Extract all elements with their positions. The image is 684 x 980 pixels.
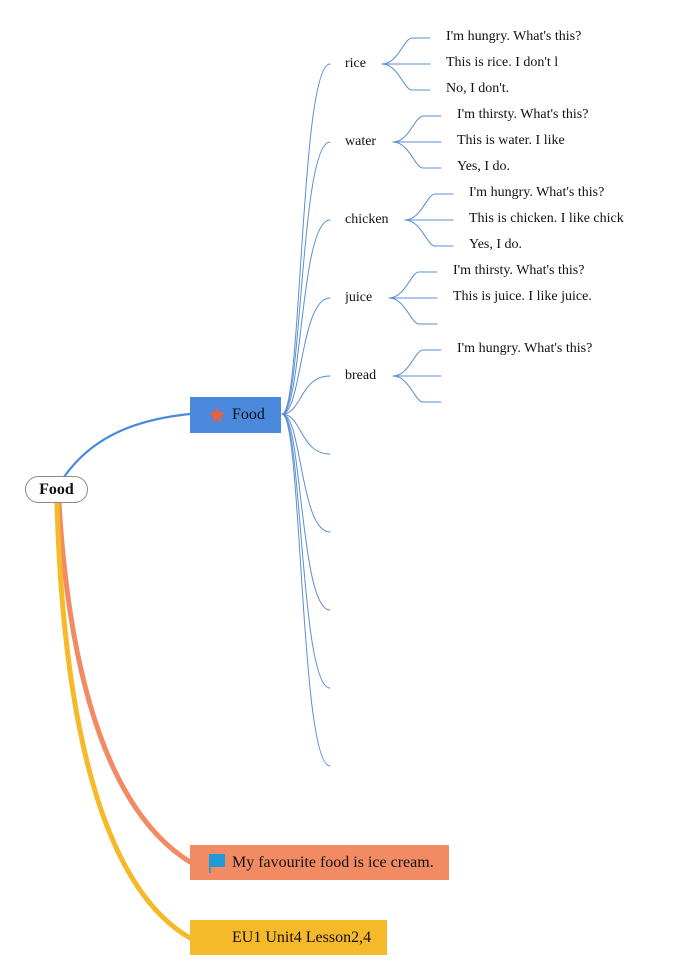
branch-connector-4 xyxy=(281,297,331,415)
branch-connector-3 xyxy=(281,219,331,415)
leaf-bread-1[interactable]: I'm hungry. What's this? xyxy=(457,341,593,356)
leaf-connector-chicken-1 xyxy=(404,193,454,221)
branch-connector-2 xyxy=(281,141,331,415)
root-to-favourite-connector xyxy=(56,500,193,865)
leaf-connector-water-1 xyxy=(392,115,442,143)
flag-icon xyxy=(209,853,225,873)
favourite-food-node[interactable]: My favourite food is ice cream. xyxy=(190,845,449,880)
favourite-food-label: My favourite food is ice cream. xyxy=(232,853,434,871)
lesson-label: EU1 Unit4 Lesson2,4 xyxy=(232,928,372,946)
branch-connector-8 xyxy=(281,413,331,611)
leaf-chicken-3[interactable]: Yes, I do. xyxy=(469,237,523,252)
leaf-water-1[interactable]: I'm thirsty. What's this? xyxy=(457,107,589,122)
branch-connector-1 xyxy=(281,63,331,415)
leaf-juice-1[interactable]: I'm thirsty. What's this? xyxy=(453,263,585,278)
leaf-rice-1[interactable]: I'm hungry. What's this? xyxy=(446,29,582,44)
main-topic-node[interactable]: Food xyxy=(190,397,281,433)
topic-chicken[interactable]: chicken xyxy=(345,212,389,227)
branch-connector-10 xyxy=(281,413,331,767)
main-topic-label: Food xyxy=(232,406,265,423)
topic-water[interactable]: water xyxy=(345,134,377,149)
leaf-connector-juice-3 xyxy=(388,297,438,325)
star-icon xyxy=(208,406,226,423)
leaf-rice-3[interactable]: No, I don't. xyxy=(446,81,510,96)
leaf-connector-juice-1 xyxy=(388,271,438,299)
leaf-water-3[interactable]: Yes, I do. xyxy=(457,159,511,174)
leaf-juice-2[interactable]: This is juice. I like juice. xyxy=(453,289,592,304)
leaf-water-2[interactable]: This is water. I like xyxy=(457,133,565,148)
branch-connector-5 xyxy=(281,375,331,415)
leaf-connector-rice-3 xyxy=(381,63,431,91)
connector-lines xyxy=(54,37,454,941)
leaf-connector-rice-1 xyxy=(381,37,431,65)
lesson-node[interactable]: EU1 Unit4 Lesson2,4 xyxy=(190,920,387,955)
leaf-rice-2[interactable]: This is rice. I don't l xyxy=(446,55,559,70)
topic-rice[interactable]: rice xyxy=(345,56,366,71)
root-node-label: Food xyxy=(39,480,74,498)
topic-bread[interactable]: bread xyxy=(345,368,377,383)
leaf-chicken-1[interactable]: I'm hungry. What's this? xyxy=(469,185,605,200)
root-to-main-connector xyxy=(62,412,192,479)
leaf-connector-water-3 xyxy=(392,141,442,169)
leaf-chicken-2[interactable]: This is chicken. I like chick xyxy=(469,211,624,226)
branch-connector-6 xyxy=(281,413,331,455)
branch-connector-7 xyxy=(281,413,331,533)
root-node[interactable]: Food xyxy=(25,476,88,503)
branch-connector-9 xyxy=(281,413,331,689)
leaf-connector-chicken-3 xyxy=(404,219,454,247)
root-to-lesson-connector xyxy=(54,500,193,941)
topic-juice[interactable]: juice xyxy=(345,290,373,305)
leaf-connector-bread-1 xyxy=(392,349,442,377)
leaf-connector-bread-3 xyxy=(392,375,442,403)
